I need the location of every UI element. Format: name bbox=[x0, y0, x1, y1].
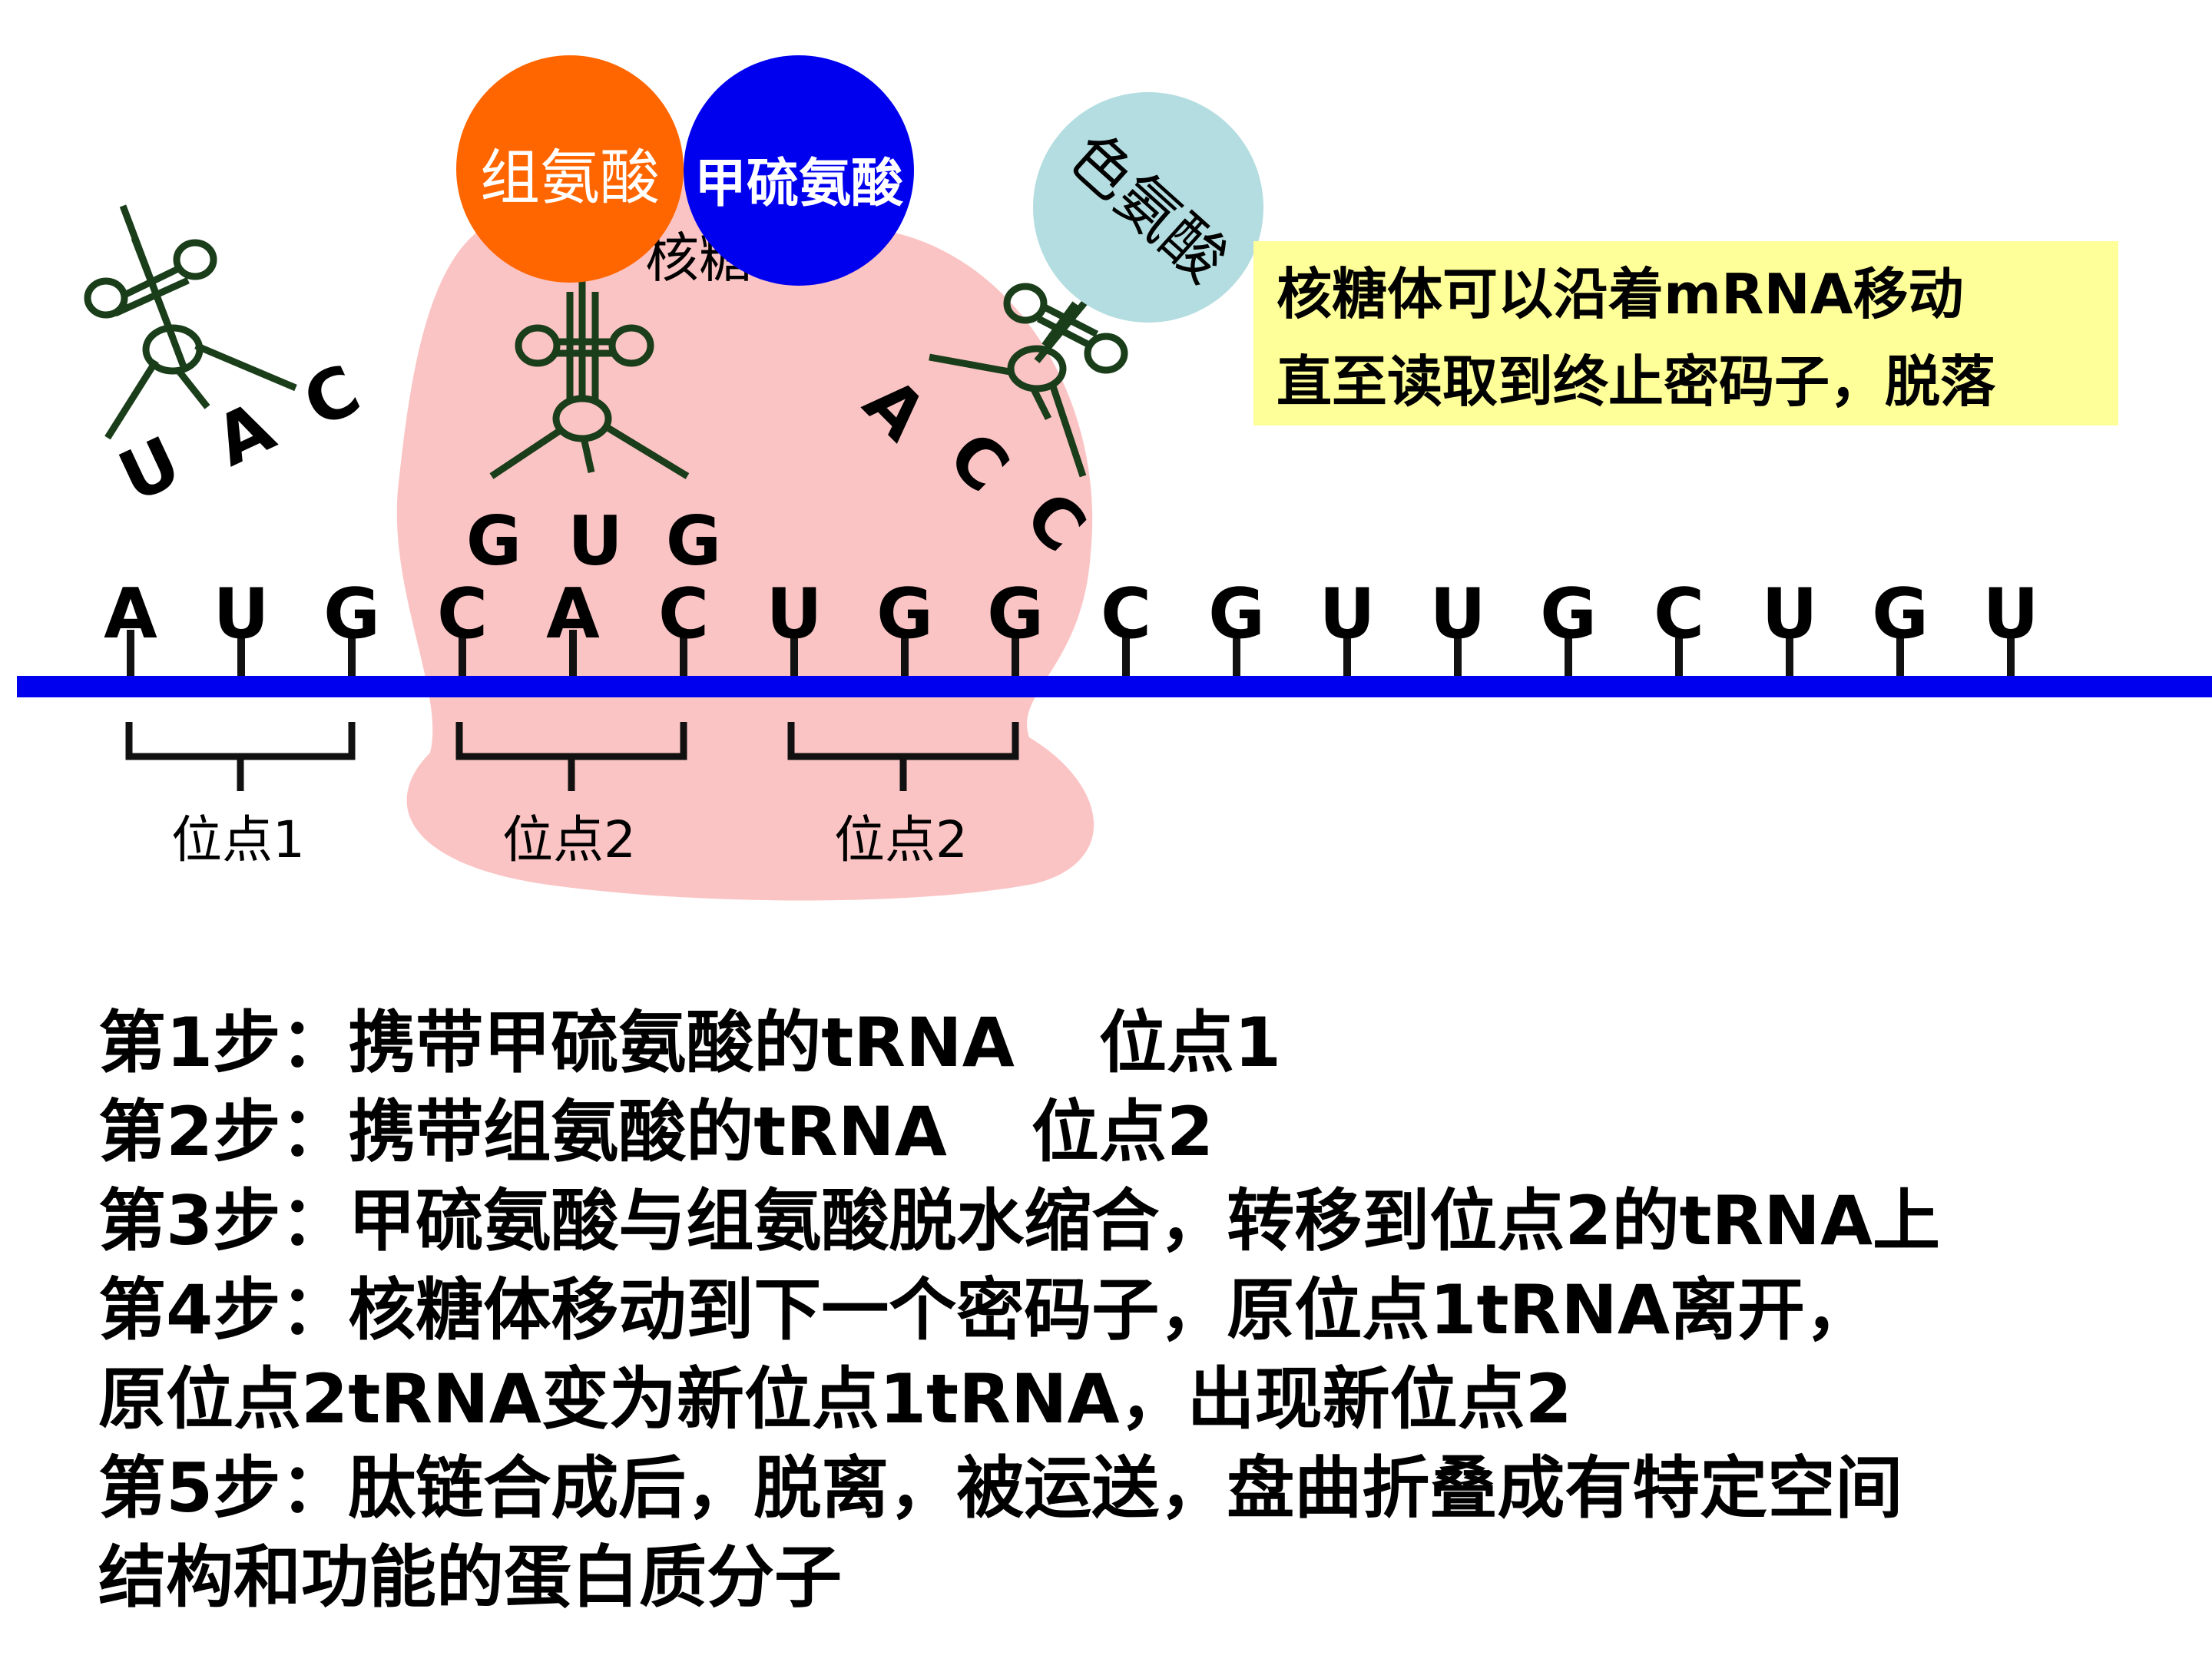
step-1-text: 第1步：携带甲硫氨酸的tRNA bbox=[98, 1003, 1015, 1082]
mrna-base-4: C bbox=[437, 574, 488, 654]
mrna-base-6: C bbox=[658, 574, 709, 654]
step-5-line-2: 结构和功能的蛋白质分子 bbox=[98, 1538, 843, 1617]
mrna-base-7: U bbox=[766, 574, 822, 654]
mrna-base-14: G bbox=[1540, 574, 1597, 654]
step-2: 第2步：携带组氨酸的tRNA 位点2 bbox=[98, 1088, 2187, 1177]
step-5-line-1: 第5步：肽链合成后，脱离，被运送，盘曲折叠成有特定空间 bbox=[98, 1448, 1903, 1528]
mrna-base-5: A bbox=[546, 574, 600, 654]
mrna-base-15: C bbox=[1654, 574, 1704, 654]
mrna-base-10: C bbox=[1101, 574, 1151, 654]
site3-label: 位点2 bbox=[834, 810, 968, 869]
methionine-circle bbox=[684, 55, 914, 286]
methionine-label: 甲硫氨酸 bbox=[694, 154, 904, 214]
trna-2 bbox=[489, 253, 690, 479]
step-1: 第1步：携带甲硫氨酸的tRNA 位点1 bbox=[98, 998, 2187, 1088]
mrna-base-1: A bbox=[104, 574, 157, 654]
step-3: 第3步：甲硫氨酸与组氨酸脱水缩合，转移到位点2的tRNA上 bbox=[98, 1181, 1941, 1260]
mrna-base-17: G bbox=[1872, 574, 1929, 654]
mrna-base-2: U bbox=[213, 574, 269, 654]
mrna-base-8: G bbox=[876, 574, 933, 654]
ribosome-note-box: 核糖体可以沿着mRNA移动 直至读取到终止密码子，脱落 bbox=[1253, 241, 2118, 425]
trna-3 bbox=[929, 274, 1128, 478]
step-1-site: 位点1 bbox=[1098, 1003, 1282, 1082]
site2-label: 位点2 bbox=[502, 810, 636, 869]
step-4-line-2: 原位点2tRNA变为新位点1tRNA，出现新位点2 bbox=[98, 1359, 1572, 1439]
mrna-ticks bbox=[127, 630, 2015, 676]
step-4-line-1: 第4步：核糖体移动到下一个密码子，原位点1tRNA离开， bbox=[98, 1270, 1873, 1349]
mrna-base-18: U bbox=[1982, 574, 2038, 654]
trna1-base-1: U bbox=[108, 422, 193, 518]
mrna-base-12: U bbox=[1319, 574, 1375, 654]
site1-bracket bbox=[125, 722, 356, 760]
mrna-base-9: G bbox=[987, 574, 1044, 654]
trna2-base-3: G bbox=[666, 502, 721, 581]
histidine-circle bbox=[456, 55, 684, 283]
mrna-strand bbox=[17, 676, 2212, 697]
mrna-base-16: U bbox=[1761, 574, 1817, 654]
tryptophan-circle bbox=[1033, 92, 1263, 323]
steps-list: 第1步：携带甲硫氨酸的tRNA 位点1 第2步：携带组氨酸的tRNA 位点2 第3步… bbox=[98, 998, 2187, 1622]
trna1-base-3: C bbox=[292, 349, 372, 444]
trna-1 bbox=[84, 204, 297, 440]
note-line-2: 直至读取到终止密码子，脱落 bbox=[1277, 349, 1996, 414]
trna1-base-2: A bbox=[204, 386, 286, 482]
step-2-text: 第2步：携带组氨酸的tRNA bbox=[98, 1092, 947, 1171]
mrna-base-3: G bbox=[323, 574, 380, 654]
mrna-base-13: U bbox=[1429, 574, 1485, 654]
site1-label: 位点1 bbox=[171, 810, 305, 869]
histidine-label: 组氨酸 bbox=[480, 144, 660, 213]
trna2-base-2: U bbox=[568, 502, 622, 581]
trna2-base-1: G bbox=[466, 502, 522, 581]
note-line-1: 核糖体可以沿着mRNA移动 bbox=[1277, 262, 1964, 326]
mrna-base-11: G bbox=[1208, 574, 1265, 654]
site-brackets bbox=[125, 722, 1019, 791]
step-2-site: 位点2 bbox=[1031, 1092, 1214, 1171]
